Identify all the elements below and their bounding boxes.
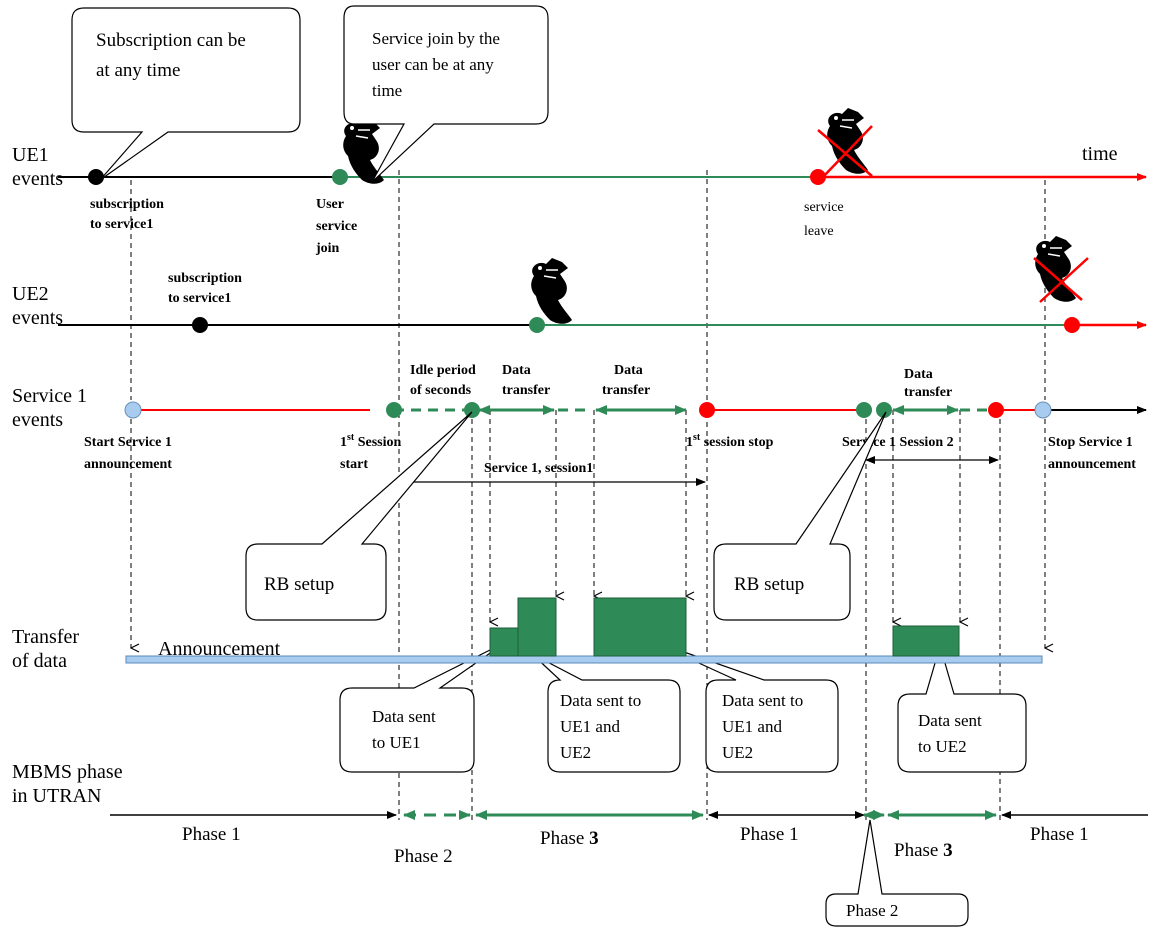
data-sent-both-callout-1: Data sent to UE1 and UE2: [531, 653, 681, 773]
service-stop-dot: [1034, 401, 1052, 419]
svg-text:Data sent to UE1 and: Data sent to UE1 and UE2: [722, 691, 807, 762]
transfer-row-label: Transfer of data: [12, 626, 84, 672]
session1-start-label: 1st Session start: [340, 432, 405, 472]
session2-span-label: Service 1 Session 2: [842, 435, 954, 450]
svg-text:Phase 2: Phase 2: [846, 901, 898, 920]
time-label: time: [1082, 143, 1118, 165]
svg-text:Service join by the user: Service join by the user can be at any t…: [372, 29, 504, 100]
svg-text:Data sent to UE1 and: Data sent to UE1 and UE2: [560, 691, 645, 762]
start-announcement-label: Start Service 1 announcement: [84, 435, 175, 472]
ue2-leave-figure-icon: [1033, 235, 1089, 303]
service-rb1-dot: [464, 402, 480, 418]
session1-stop-label: 1st session stop: [686, 432, 774, 450]
stop-announcement-label: Stop Service 1 announcement: [1048, 435, 1136, 472]
phase3b-label: Phase 3: [894, 840, 953, 861]
data-sent-both-callout-2: Data sent to UE1 and UE2: [643, 637, 839, 773]
phase2-bottom-callout: Phase 2: [825, 819, 969, 927]
subscription-callout: Subscription can be at any time: [71, 7, 301, 181]
phase1b-label: Phase 1: [740, 824, 799, 845]
data-block-ue1: [489, 627, 519, 657]
phase1a-label: Phase 1: [182, 824, 241, 845]
service-session1-stop-dot: [699, 402, 715, 418]
data-sent-ue1-callout: Data sent to UE1: [339, 641, 507, 773]
svg-text:Data sent to UE2: Data sent to UE2: [918, 711, 986, 756]
data-block-both-2: [593, 597, 687, 657]
svg-text:Subscription can be at a: Subscription can be at any time: [96, 30, 251, 81]
ue2-subscription-label: subscription to service1: [168, 271, 245, 306]
data-block-both-1: [517, 597, 557, 657]
ue2-subscription-dot: [192, 317, 208, 333]
service-session1-start-dot: [386, 402, 402, 418]
phase1c-label: Phase 1: [1030, 824, 1089, 845]
transfer2-label: Data transfer: [602, 363, 650, 398]
ue2-row-label: UE2 events: [12, 283, 63, 329]
join-callout: Service join by the user can be at any t…: [343, 5, 549, 183]
ue1-subscription-dot: [88, 169, 104, 185]
service-start-dot: [124, 401, 142, 419]
announcement-bar: [125, 655, 1043, 664]
ue2-join-figure-icon: [530, 257, 573, 325]
svg-text:RB setup: RB setup: [734, 574, 804, 595]
rb-setup-callout-1: RB setup: [245, 411, 473, 621]
ue1-join-label: User service join: [315, 197, 361, 256]
ue1-leave-dot: [810, 169, 826, 185]
transfer3-label: Data transfer: [904, 367, 952, 400]
service-row-label: Service 1 events: [12, 385, 92, 431]
service-session2-start-dot: [856, 402, 872, 418]
rb-setup-callout-2: RB setup: [713, 411, 887, 621]
idle-period-label: Idle period of seconds: [410, 363, 479, 398]
ue1-leave-figure-icon: [817, 107, 873, 179]
service-rb2-dot: [876, 402, 892, 418]
ue2-join-dot: [529, 317, 545, 333]
phase2a-label: Phase 2: [394, 846, 453, 867]
ue1-leave-label: service leave: [804, 200, 847, 239]
svg-text:RB setup: RB setup: [264, 574, 334, 595]
transfer1-label: Data transfer: [502, 363, 550, 398]
data-sent-ue2-callout: Data sent to UE2: [897, 643, 1027, 773]
transfer-drop-arrows: [131, 410, 1045, 648]
ue1-subscription-label: subscription to service1: [90, 197, 167, 232]
svg-text:Data sent to UE1: Data sent to UE1: [372, 707, 440, 752]
phase3a-label: Phase 3: [540, 828, 599, 849]
ue1-row-label: UE1 events: [12, 144, 63, 190]
data-block-ue2: [892, 625, 960, 657]
ue2-leave-dot: [1064, 317, 1080, 333]
mbms-row-label: MBMS phase in UTRAN: [12, 761, 128, 807]
ue1-join-dot: [332, 169, 348, 185]
service-session2-stop-dot: [988, 402, 1004, 418]
announcement-label: Announcement: [158, 638, 281, 660]
session1-span-label: Service 1, session1: [484, 461, 593, 476]
